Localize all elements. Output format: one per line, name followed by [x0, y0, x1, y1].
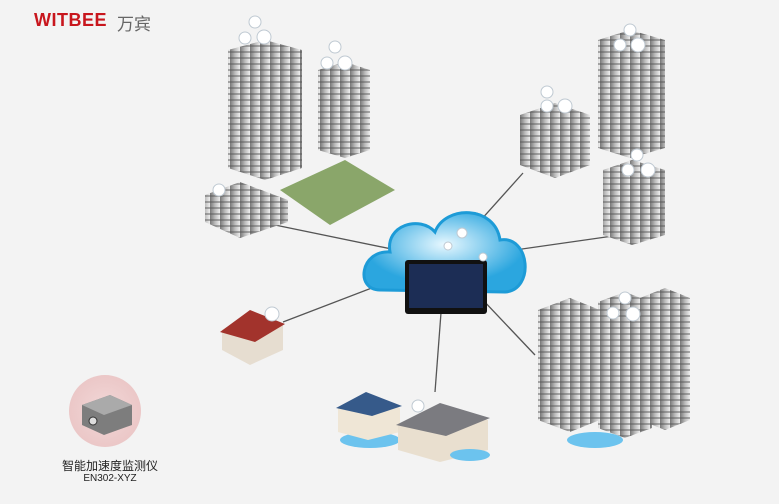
device-model: EN302-XYZ	[83, 473, 137, 484]
office-tower-large	[228, 40, 302, 180]
accelerometer-device-icon	[82, 395, 132, 435]
highrise-2	[603, 160, 665, 245]
brand-logo-en: WITBEE	[34, 10, 107, 30]
residential-complex	[538, 288, 690, 448]
apartment-building	[520, 103, 590, 178]
highrise-1	[598, 30, 665, 158]
villa	[336, 392, 490, 462]
brand-logo-cn: 万宾	[117, 15, 151, 35]
park	[280, 160, 395, 225]
sensor-icons	[212, 15, 656, 413]
office-low	[205, 182, 288, 238]
monitor-tablet	[405, 260, 487, 314]
device-name: 智能加速度监测仪	[61, 459, 158, 473]
office-tower-small	[318, 62, 370, 158]
